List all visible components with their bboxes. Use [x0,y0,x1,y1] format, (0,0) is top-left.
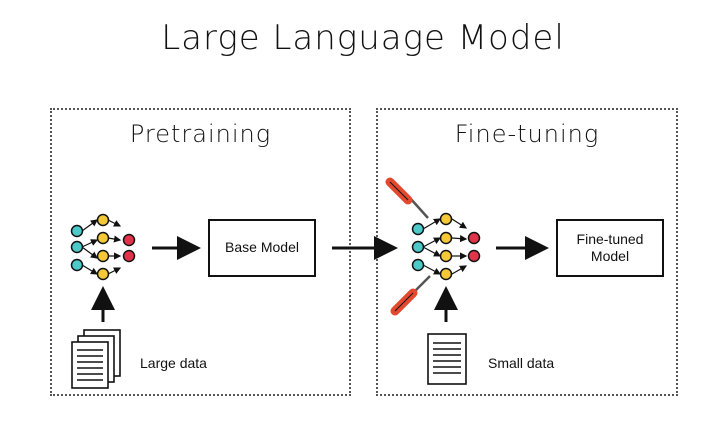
finetuning-heading: Fine-tuning [454,120,600,148]
base-model-label: Base Model [225,239,299,256]
pretraining-heading: Pretraining [129,120,272,148]
base-model-box: Base Model [208,219,316,277]
small-data-label: Small data [488,355,555,371]
diagram-title: Large Language Model [161,18,565,58]
finetuned-model-box: Fine-tuned Model [556,219,664,277]
pretraining-network-icon [70,213,136,281]
large-data-label: Large data [140,355,207,371]
small-data-document-icon [427,333,467,385]
finetuning-network-icon [411,212,481,281]
large-data-documents-icon [71,329,121,389]
finetuned-model-label: Fine-tuned Model [576,230,644,265]
screwdriver-bottom-icon [390,275,431,316]
screwdriver-top-icon [385,177,429,219]
pretraining-panel: Pretraining [50,108,351,396]
